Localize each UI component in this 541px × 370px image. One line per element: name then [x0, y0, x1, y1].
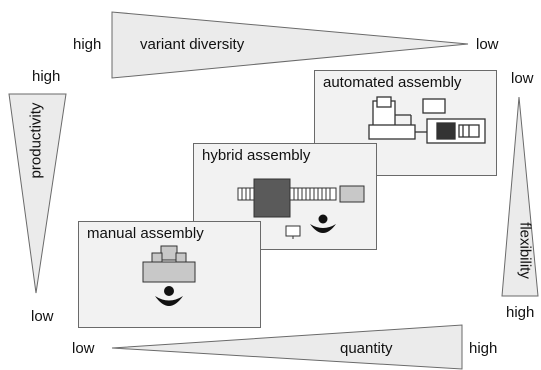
variant-diversity-low-label: low [476, 36, 499, 53]
manual-assembly-title: manual assembly [87, 225, 204, 242]
variant-diversity-label: variant diversity [140, 36, 245, 53]
robot-cell-icon [368, 96, 486, 144]
hybrid-line-icon [237, 178, 365, 239]
productivity-low-label: low [31, 308, 54, 325]
flexibility-label: flexibility [516, 222, 534, 279]
variant-diversity-high-label: high [73, 36, 102, 53]
productivity-wedge [8, 93, 67, 294]
quantity-low-label: low [72, 340, 95, 357]
flexibility-low-label: low [511, 70, 534, 87]
quantity-high-label: high [469, 340, 498, 357]
automated-assembly-title: automated assembly [323, 74, 462, 91]
manual-workstation-icon [142, 245, 196, 306]
quantity-wedge [111, 324, 463, 370]
manual-assembly-panel: manual assembly [78, 221, 261, 328]
quantity-label: quantity [340, 340, 393, 357]
flexibility-wedge [501, 96, 539, 297]
flexibility-high-label: high [506, 304, 535, 321]
variant-diversity-wedge [111, 11, 469, 79]
productivity-high-label: high [32, 68, 61, 85]
productivity-label: productivity [27, 102, 45, 179]
hybrid-assembly-title: hybrid assembly [202, 147, 311, 164]
